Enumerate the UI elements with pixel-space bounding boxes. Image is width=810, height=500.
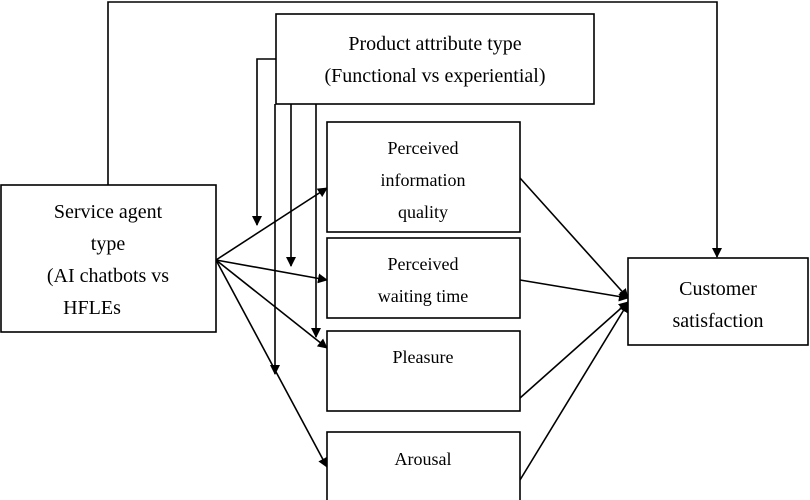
node-perceived-info-quality: Perceived information quality xyxy=(326,121,521,233)
customer-satisfaction-line-1: Customer xyxy=(679,278,757,300)
service-agent-line-3: (AI chatbots vs xyxy=(47,265,169,287)
edge-pleasure-to-satisfaction xyxy=(519,301,629,399)
node-perceived-waiting-time: Perceived waiting time xyxy=(326,237,521,319)
edge-agent-to-waiting-time xyxy=(215,259,328,284)
edges xyxy=(107,1,722,481)
edge-info-quality-to-satisfaction xyxy=(519,177,629,299)
node-service-agent: Service agent type (AI chatbots vs HFLEs xyxy=(0,184,217,333)
node-pleasure: Pleasure xyxy=(326,330,521,412)
edge-agent-to-arousal xyxy=(215,259,328,468)
product-attribute-line-2: (Functional vs experiential) xyxy=(324,65,545,87)
node-customer-satisfaction: Customer satisfaction xyxy=(627,257,809,346)
info-quality-line-1: Perceived xyxy=(388,138,459,158)
edge-waiting-time-to-satisfaction xyxy=(519,279,629,302)
edge-moderator-to-link-info xyxy=(252,58,276,226)
info-quality-line-3: quality xyxy=(398,202,448,222)
customer-satisfaction-line-2: satisfaction xyxy=(672,310,763,332)
node-product-attribute: Product attribute type (Functional vs ex… xyxy=(275,13,595,105)
edge-agent-to-pleasure xyxy=(215,259,328,349)
waiting-time-line-2: waiting time xyxy=(378,286,468,306)
pleasure-label: Pleasure xyxy=(393,347,454,367)
edge-agent-to-info-quality xyxy=(215,187,328,261)
edge-service-agent-to-satisfaction xyxy=(107,1,722,258)
node-arousal: Arousal xyxy=(326,431,521,500)
product-attribute-line-1: Product attribute type xyxy=(348,33,521,55)
arousal-label: Arousal xyxy=(395,449,452,469)
info-quality-line-2: information xyxy=(381,170,466,190)
service-agent-line-1: Service agent xyxy=(54,201,163,223)
service-agent-line-4: HFLEs xyxy=(63,297,121,319)
waiting-time-line-1: Perceived xyxy=(388,254,459,274)
service-agent-line-2: type xyxy=(91,233,126,255)
edge-arousal-to-satisfaction xyxy=(519,302,629,481)
